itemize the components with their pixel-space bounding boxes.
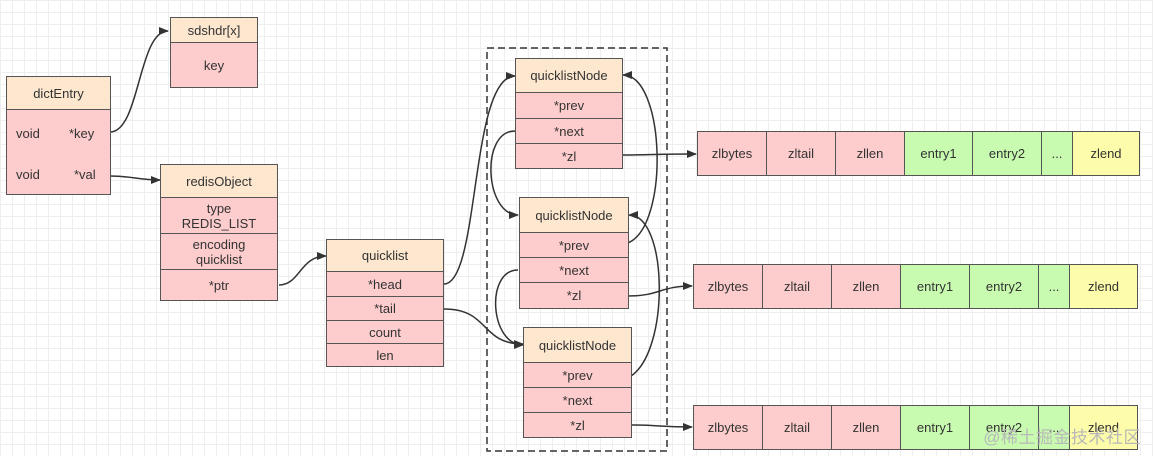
ziplist3-zltail: zltail [762,405,832,450]
dictentry-key-field: *key [69,126,95,141]
ziplist3-zlend: zlend [1069,405,1138,450]
ziplist1-zltail: zltail [766,131,836,176]
node2-title: quicklistNode [519,197,629,233]
dictentry-body [6,109,111,195]
quicklist-tail: *tail [326,296,444,321]
ziplist1-entry2: entry2 [972,131,1042,176]
ziplist2-zlbytes: zlbytes [693,264,763,309]
quicklist-head: *head [326,271,444,297]
ziplist2-ellipsis: ... [1038,264,1070,309]
ziplist3-ellipsis: ... [1038,405,1070,450]
redisobject-type-label: type [206,200,232,216]
node3-next: *next [523,387,632,413]
node3-prev: *prev [523,362,632,388]
redisobject-ptr: *ptr [160,269,278,301]
ziplist3-entry2: entry2 [969,405,1039,450]
dictentry-val-field: *val [74,167,96,182]
node3-title: quicklistNode [523,327,632,363]
sdshdr-title: sdshdr[x] [170,17,258,43]
node2-next: *next [519,257,629,283]
ziplist1-ellipsis: ... [1041,131,1073,176]
node2-prev: *prev [519,232,629,258]
arrow-node1-zl-to-ziplist1 [622,150,697,159]
dictentry-key-type: void [16,126,40,141]
redisobject-type-value: REDIS_LIST [181,215,257,231]
node1-next: *next [515,118,623,144]
arrow-val-to-redisobject [109,175,161,184]
quicklist-count: count [326,320,444,344]
node1-prev: *prev [515,92,623,119]
arrow-node2-next-to-node3 [495,269,524,349]
watermark: @稀土掘金技术社区 [983,428,1141,447]
node-group-dashed-border [486,47,668,452]
arrow-node3-prev-to-node2 [628,211,660,377]
ziplist1-entry1: entry1 [904,131,973,176]
ziplist2-zllen: zllen [831,264,901,309]
redisobject-title: redisObject [160,164,278,198]
node1-title: quicklistNode [515,58,623,93]
arrow-node1-next-to-node2 [490,130,519,219]
arrow-ptr-to-quicklist [278,252,327,286]
ziplist3-entry1: entry1 [900,405,970,450]
redisobject-encoding-value: quicklist [195,251,243,267]
node2-zl: *zl [519,282,629,309]
ziplist1-zlend: zlend [1072,131,1140,176]
dictentry-val-type: void [16,167,40,182]
redisobject-type: type REDIS_LIST [160,197,278,234]
arrow-key-to-sdshdr [109,27,169,133]
ziplist1-zlbytes: zlbytes [697,131,767,176]
arrow-node3-zl-to-ziplist3 [630,422,693,431]
redisobject-encoding-label: encoding [192,236,246,252]
ziplist3-zllen: zllen [831,405,901,450]
quicklist-len: len [326,343,444,367]
arrow-head-to-node1 [443,72,516,285]
arrow-tail-to-node3 [443,308,524,348]
sdshdr-key: key [170,42,258,88]
ziplist2-zltail: zltail [762,264,832,309]
ziplist2-entry1: entry1 [900,264,970,309]
ziplist2-zlend: zlend [1069,264,1138,309]
quicklist-title: quicklist [326,239,444,272]
redisobject-encoding: encoding quicklist [160,233,278,270]
ziplist2-entry2: entry2 [969,264,1039,309]
arrow-node2-zl-to-ziplist2 [627,282,693,297]
dictentry-title: dictEntry [6,76,111,110]
ziplist1-zllen: zllen [835,131,905,176]
arrow-node2-prev-to-node1 [622,71,658,244]
node3-zl: *zl [523,412,632,438]
ziplist3-zlbytes: zlbytes [693,405,763,450]
node1-zl: *zl [515,143,623,169]
